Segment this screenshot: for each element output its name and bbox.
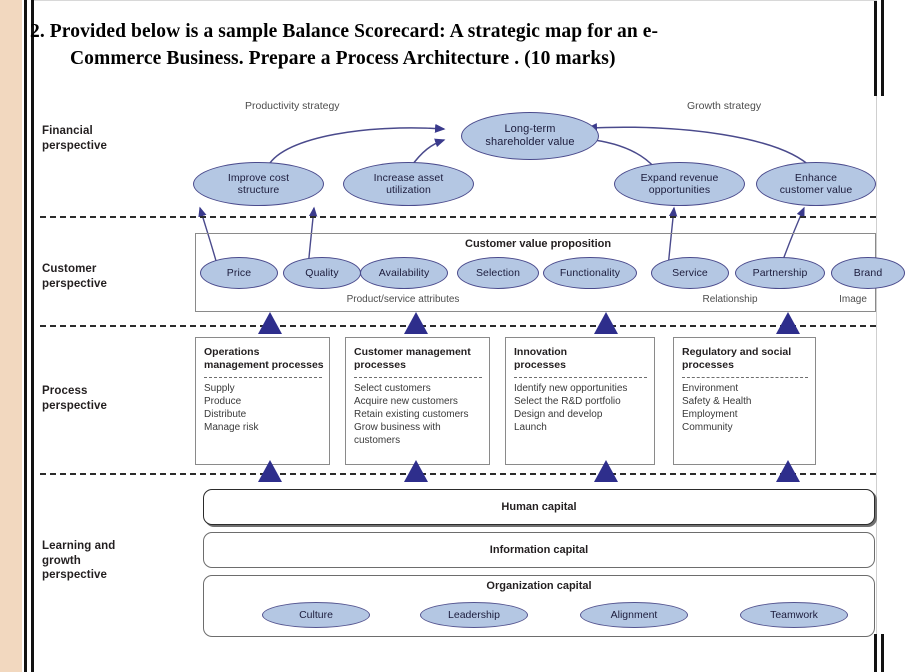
customer-value-proposition-title: Customer value proposition bbox=[465, 238, 612, 250]
process-box-items: Supply Produce Distribute Manage risk bbox=[204, 383, 259, 433]
process-box-operations[interactable]: Operations management processes Supply P… bbox=[195, 337, 330, 465]
node-long-term-shareholder-value[interactable]: Long-term shareholder value bbox=[461, 112, 599, 160]
triangle-row-customer-process bbox=[258, 312, 800, 334]
node-culture[interactable]: Culture bbox=[262, 602, 370, 628]
separator-financial-customer bbox=[40, 216, 876, 218]
node-brand[interactable]: Brand bbox=[831, 257, 905, 289]
process-box-divider bbox=[514, 377, 647, 378]
node-partnership[interactable]: Partnership bbox=[735, 257, 825, 289]
label-growth-strategy: Growth strategy bbox=[687, 100, 762, 112]
page-hairline-right bbox=[876, 96, 877, 634]
group-label-product-service-attributes: Product/service attributes bbox=[346, 294, 460, 305]
page-border-line-right-top-outer bbox=[874, 0, 877, 96]
separator-process-learning bbox=[40, 473, 876, 475]
page-border-line-right-bottom-inner bbox=[881, 634, 884, 672]
node-leadership[interactable]: Leadership bbox=[420, 602, 528, 628]
node-teamwork[interactable]: Teamwork bbox=[740, 602, 848, 628]
question-text: 2. Provided below is a sample Balance Sc… bbox=[30, 18, 866, 72]
triangle-row-process-learning bbox=[258, 460, 800, 482]
process-box-divider bbox=[682, 377, 808, 378]
question-line-2: Commerce Business. Prepare a Process Arc… bbox=[70, 48, 616, 69]
capsule-information-capital[interactable]: Information capital bbox=[203, 532, 875, 568]
page-hairline-top bbox=[34, 0, 877, 1]
perspective-label-customer: Customer perspective bbox=[42, 263, 108, 290]
process-box-innovation[interactable]: Innovation processes Identify new opport… bbox=[505, 337, 655, 465]
node-expand-revenue-opportunities[interactable]: Expand revenue opportunities bbox=[614, 162, 745, 206]
process-box-customer-management[interactable]: Customer management processes Select cus… bbox=[345, 337, 490, 465]
page-edge-strip bbox=[0, 0, 22, 672]
group-label-relationship: Relationship bbox=[702, 294, 758, 305]
group-label-image: Image bbox=[839, 294, 867, 305]
label-productivity-strategy: Productivity strategy bbox=[245, 100, 340, 112]
node-enhance-customer-value[interactable]: Enhance customer value bbox=[756, 162, 876, 206]
process-box-divider bbox=[354, 377, 482, 378]
node-functionality[interactable]: Functionality bbox=[543, 257, 637, 289]
page-border-line-left-outer bbox=[24, 0, 27, 672]
node-price[interactable]: Price bbox=[200, 257, 278, 289]
process-box-items: Select customers Acquire new customers R… bbox=[354, 383, 469, 446]
separator-customer-process bbox=[40, 325, 876, 327]
node-service[interactable]: Service bbox=[651, 257, 729, 289]
perspective-label-learning-growth: Learning and growth perspective bbox=[42, 540, 116, 581]
node-selection[interactable]: Selection bbox=[457, 257, 539, 289]
node-increase-asset-utilization[interactable]: Increase asset utilization bbox=[343, 162, 474, 206]
question-line-1: 2. Provided below is a sample Balance Sc… bbox=[30, 21, 659, 42]
capsule-label: Information capital bbox=[489, 544, 589, 556]
node-improve-cost-structure[interactable]: Improve cost structure bbox=[193, 162, 324, 206]
process-box-title: Customer management processes bbox=[354, 346, 471, 371]
process-box-title: Operations management processes bbox=[204, 346, 324, 371]
balanced-scorecard-strategy-map: Financial perspective Productivity strat… bbox=[40, 96, 905, 648]
process-box-divider bbox=[204, 377, 322, 378]
organization-capital-title: Organization capital bbox=[486, 580, 592, 592]
process-box-regulatory-social[interactable]: Regulatory and social processes Environm… bbox=[673, 337, 816, 465]
process-box-title: Innovation processes bbox=[514, 346, 568, 371]
process-box-items: Environment Safety & Health Employment C… bbox=[682, 383, 752, 433]
node-alignment[interactable]: Alignment bbox=[580, 602, 688, 628]
page-border-line-right-top-inner bbox=[881, 0, 884, 96]
perspective-label-financial: Financial perspective bbox=[42, 125, 108, 152]
page-border-line-right-bottom-outer bbox=[874, 634, 877, 672]
process-box-items: Identify new opportunities Select the R&… bbox=[514, 383, 628, 433]
capsule-label: Human capital bbox=[501, 501, 577, 513]
perspective-label-process: Process perspective bbox=[42, 385, 108, 412]
process-box-title: Regulatory and social processes bbox=[682, 346, 792, 371]
node-quality[interactable]: Quality bbox=[283, 257, 361, 289]
page-border-line-left-inner bbox=[31, 0, 34, 672]
node-availability[interactable]: Availability bbox=[360, 257, 448, 289]
capsule-human-capital[interactable]: Human capital bbox=[203, 489, 875, 525]
